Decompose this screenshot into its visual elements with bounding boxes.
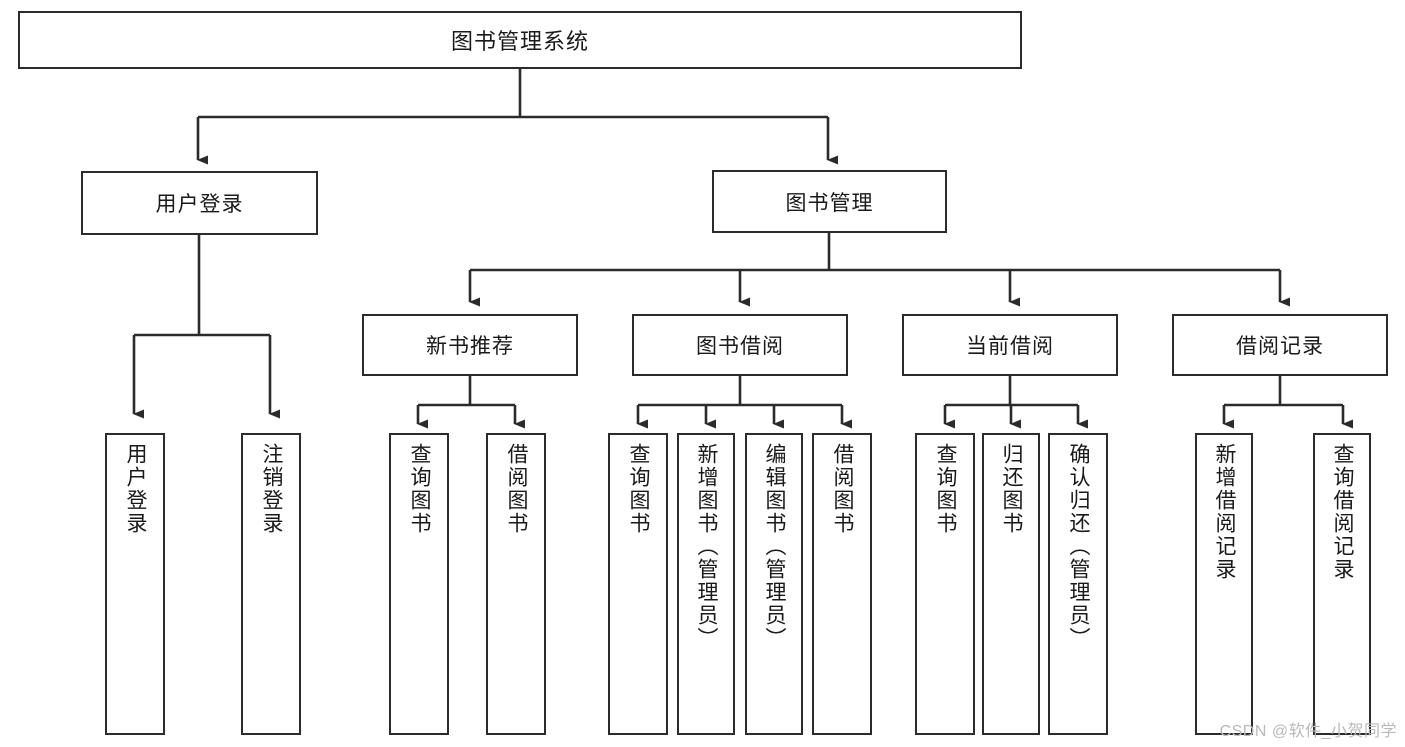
node-new-book-recommend[interactable]: 新书推荐 bbox=[362, 314, 578, 376]
leaf-add-borrow-record[interactable]: 新增借阅记录 bbox=[1195, 433, 1253, 735]
leaf-user-login[interactable]: 用户登录 bbox=[105, 433, 165, 735]
leaf-borrow-book-recommend[interactable]: 借阅图书 bbox=[486, 433, 546, 735]
node-current-borrow[interactable]: 当前借阅 bbox=[902, 314, 1118, 376]
leaf-confirm-return-admin[interactable]: 确认归还（管理员） bbox=[1048, 433, 1108, 735]
node-book-borrow[interactable]: 图书借阅 bbox=[632, 314, 848, 376]
leaf-return-book[interactable]: 归还图书 bbox=[982, 433, 1040, 735]
leaf-query-borrow-record[interactable]: 查询借阅记录 bbox=[1313, 433, 1371, 735]
leaf-query-book-recommend[interactable]: 查询图书 bbox=[389, 433, 449, 735]
csdn-watermark: CSDN @软件_小贺同学 bbox=[1219, 723, 1397, 740]
node-root[interactable]: 图书管理系统 bbox=[18, 11, 1022, 69]
node-borrow-record[interactable]: 借阅记录 bbox=[1172, 314, 1388, 376]
leaf-add-book-admin[interactable]: 新增图书（管理员） bbox=[677, 433, 735, 735]
leaf-borrow-book[interactable]: 借阅图书 bbox=[812, 433, 872, 735]
leaf-query-book-borrow[interactable]: 查询图书 bbox=[608, 433, 668, 735]
leaf-logout[interactable]: 注销登录 bbox=[241, 433, 301, 735]
leaf-query-book-current[interactable]: 查询图书 bbox=[915, 433, 975, 735]
node-book-management[interactable]: 图书管理 bbox=[712, 170, 947, 233]
leaf-edit-book-admin[interactable]: 编辑图书（管理员） bbox=[745, 433, 803, 735]
node-user-login[interactable]: 用户登录 bbox=[81, 171, 318, 235]
